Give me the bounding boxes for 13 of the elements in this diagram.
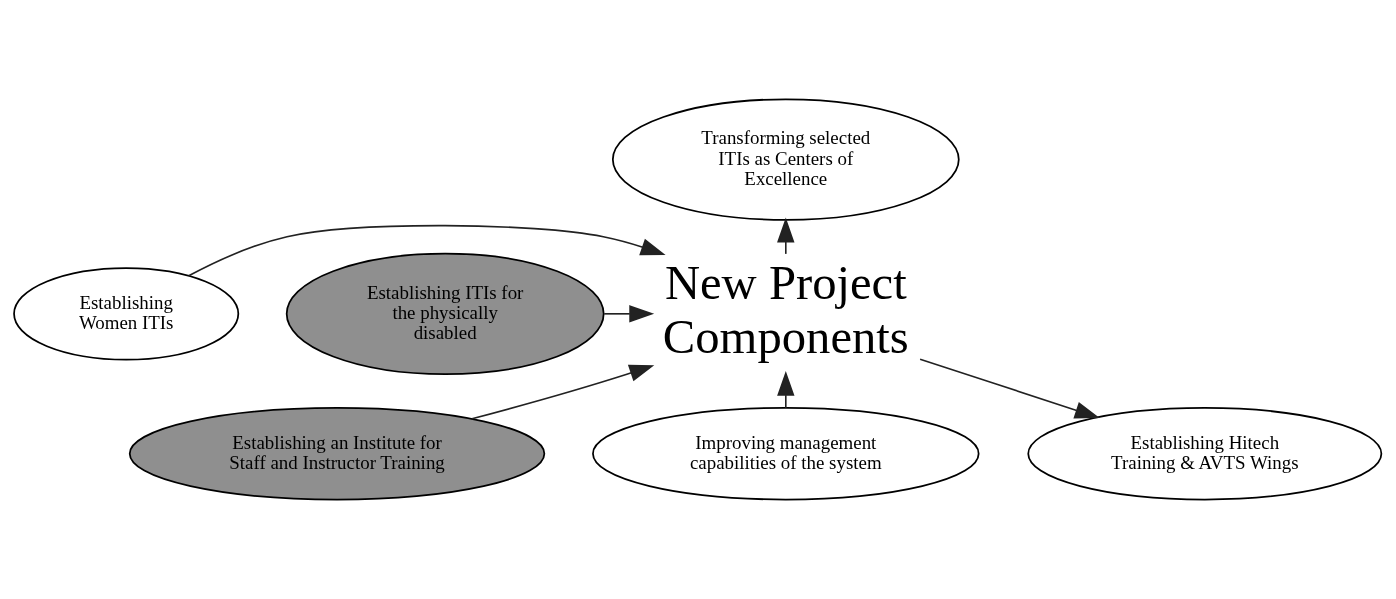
arrow [777, 370, 795, 409]
arrow [471, 364, 655, 420]
node-text: New Project Components [662, 255, 909, 364]
node-ellipse: Establishing Hitech Training & AVTS Wings [1027, 407, 1383, 501]
node-ellipse: Improving management capabilities of the system [592, 407, 980, 501]
node-ellipse: Establishing an Institute for Staff and Instructor Training [128, 407, 546, 501]
node-ellipse: Establishing Women ITIs [13, 267, 240, 361]
arrow [187, 224, 666, 277]
node-ellipse: Transforming selected ITIs as Centers of Excellence [611, 98, 960, 221]
arrow [919, 358, 1100, 419]
arrow [777, 217, 795, 255]
node-ellipse: Establishing ITIs for the physically disabled [285, 252, 605, 375]
arrow [603, 305, 655, 323]
